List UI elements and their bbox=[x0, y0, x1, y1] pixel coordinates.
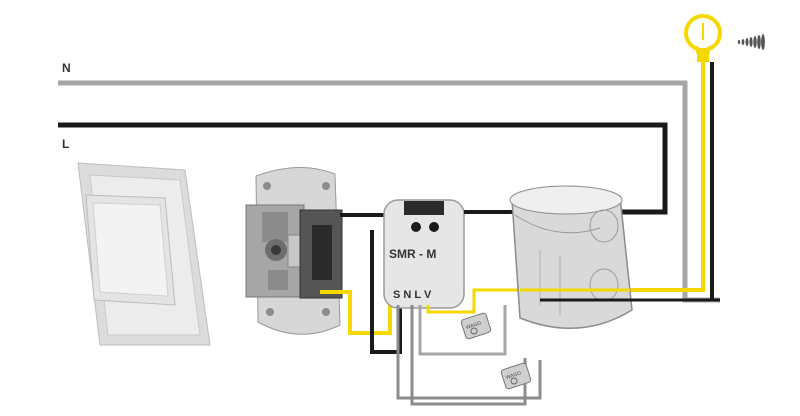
wago-connector-upper: WAGO bbox=[460, 312, 492, 340]
neutral-label: N bbox=[62, 61, 71, 75]
terminal-l-wire bbox=[418, 305, 507, 356]
live-label: L bbox=[62, 137, 69, 151]
switch-return-wire bbox=[370, 230, 402, 354]
neutral-drop-wire bbox=[396, 305, 542, 400]
module-label: SMR - M bbox=[389, 247, 436, 261]
module-terminal-labels: S N L V bbox=[393, 289, 432, 301]
switch-mechanism bbox=[245, 167, 343, 335]
signal-waves-icon bbox=[737, 34, 765, 50]
wago-label-lower: WAGO bbox=[505, 370, 522, 381]
smr-m-module: SMR - M S N L V bbox=[383, 199, 465, 309]
lamp-switched-wire bbox=[630, 62, 705, 292]
switch-signal-wire bbox=[320, 290, 392, 335]
wago-label-upper: WAGO bbox=[465, 320, 482, 331]
live-wire bbox=[58, 122, 668, 215]
wall-switch bbox=[77, 162, 211, 346]
terminal-v-wire bbox=[426, 288, 520, 314]
wago-connector-lower: WAGO bbox=[500, 362, 532, 390]
light-bulb-icon bbox=[684, 14, 722, 62]
junction-box bbox=[509, 185, 633, 330]
